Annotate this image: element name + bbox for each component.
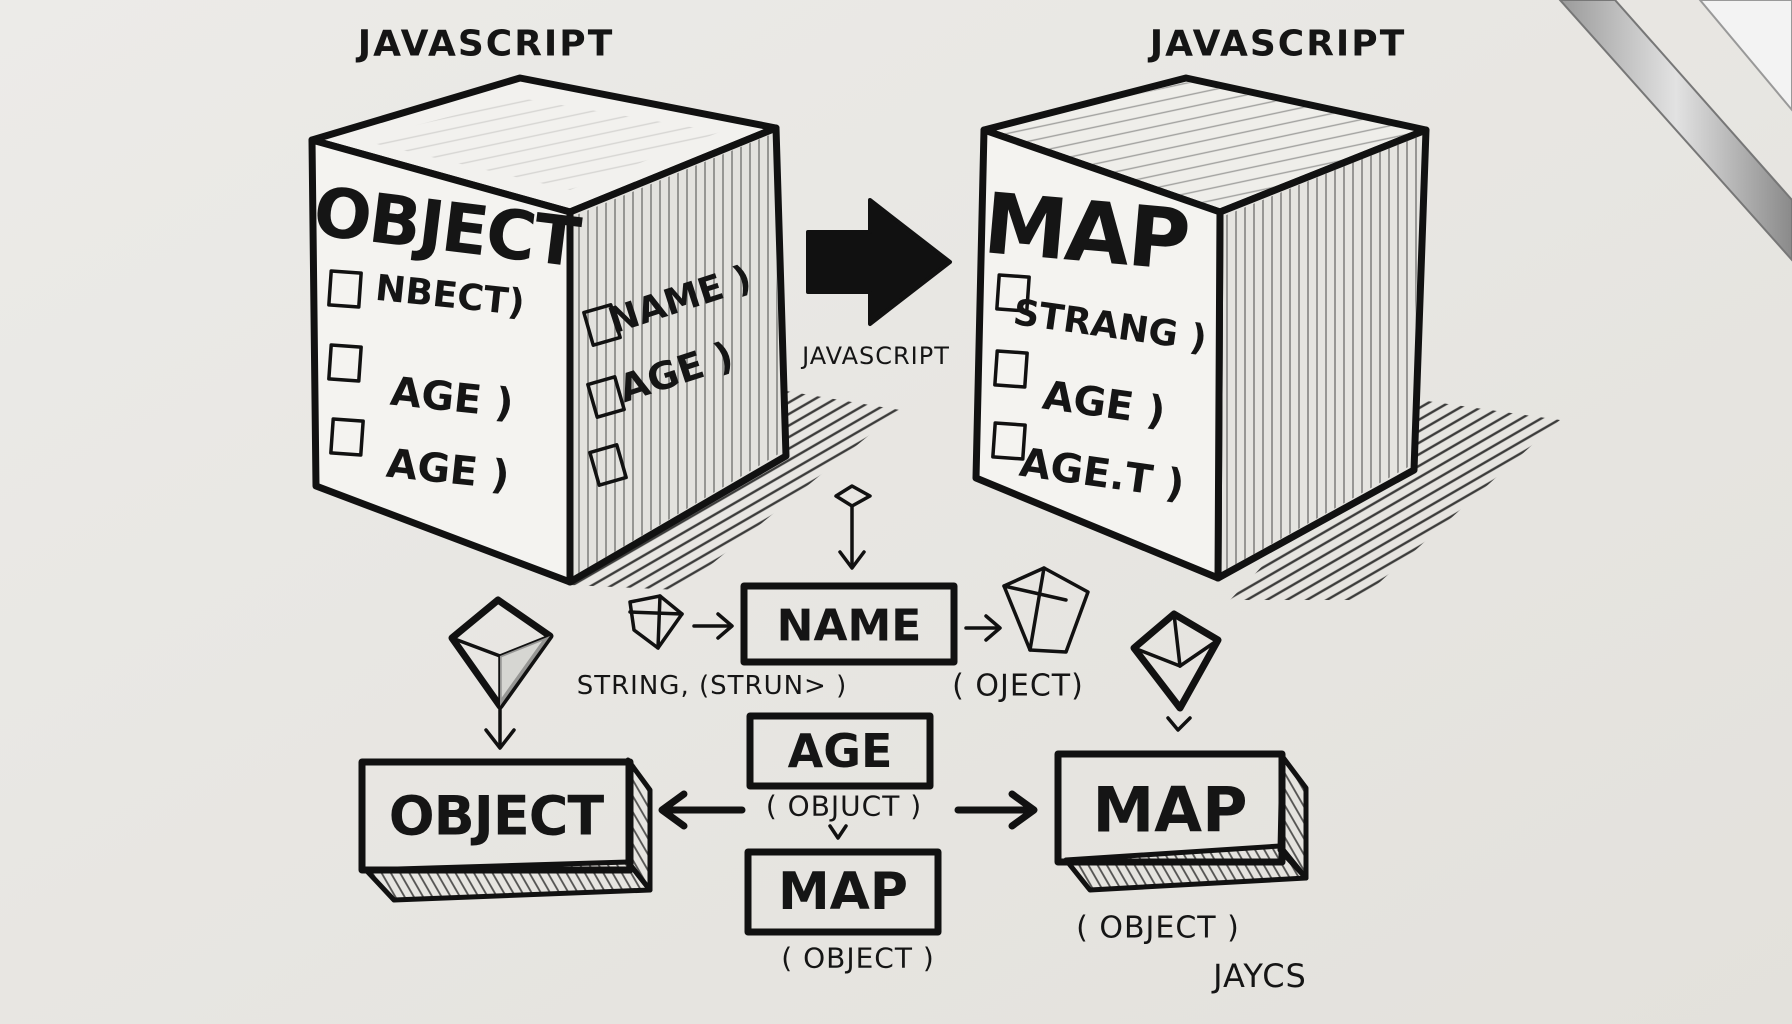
age-box-label: AGE: [788, 724, 893, 778]
age-caption: ( OBJUCT ): [766, 790, 922, 823]
checkbox-icon: [327, 269, 363, 309]
map-cube-shadow: [1230, 400, 1560, 600]
header-javascript-left: JAVASCRIPT: [355, 24, 615, 65]
map-small-box: [744, 848, 942, 936]
map-box-label: MAP: [1092, 774, 1247, 847]
checkbox-icon: [588, 443, 628, 487]
name-right-caption: ( OJECT): [952, 669, 1084, 704]
age-box: [746, 712, 934, 790]
arrow-label-javascript: JAVASCRIPT: [800, 342, 950, 370]
checkbox-icon: [329, 417, 365, 457]
object-cube-front: [308, 136, 574, 586]
arrow-left-icon: [658, 790, 746, 830]
checkbox-icon: [327, 343, 363, 383]
checkbox-icon: [993, 349, 1029, 389]
arrow-down-icon: [828, 824, 848, 840]
name-left-caption: STRING, (STRUN> ): [577, 671, 848, 701]
arrow-right-icon: [954, 790, 1038, 830]
checkbox-icon: [586, 375, 626, 419]
diamond-icon: [1130, 610, 1222, 732]
checkbox-icon: [582, 303, 622, 347]
header-javascript-right: JAVASCRIPT: [1147, 24, 1407, 65]
arrow-right-icon: [806, 198, 952, 326]
object-box: OBJECT: [358, 757, 653, 903]
name-box-label: NAME: [777, 601, 922, 652]
map-caption: ( OBJECT ): [1076, 911, 1240, 946]
diamond-icon: [834, 484, 872, 570]
map-box: MAP: [1054, 750, 1309, 893]
map-cube: MAP STRANG ) AGE ) AGE.T ): [972, 74, 1560, 600]
object-box-label: OBJECT: [389, 785, 605, 848]
checkbox-icon: [995, 273, 1031, 313]
name-box: [740, 582, 958, 666]
object-cube: OBJECT NBECT) AGE ) AGE ) NAME ) AGE ): [308, 74, 900, 590]
map-small-box-label: MAP: [778, 862, 908, 922]
diamond-icon: [1002, 566, 1090, 654]
diamond-icon: [628, 594, 684, 650]
pen-illustration: [1558, 0, 1792, 262]
object-cube-shadow: [570, 390, 900, 590]
map-cube-title: MAP: [980, 174, 1192, 289]
diamond-icon: [448, 596, 554, 750]
arrow-right-icon: [692, 612, 734, 640]
checkbox-icon: [991, 421, 1027, 461]
map-small-caption: ( OBJECT ): [781, 942, 935, 975]
arrow-right-icon: [964, 614, 1002, 642]
map-cube-front: [972, 126, 1224, 582]
bottom-right-scribble: JAYCS: [1211, 957, 1307, 995]
